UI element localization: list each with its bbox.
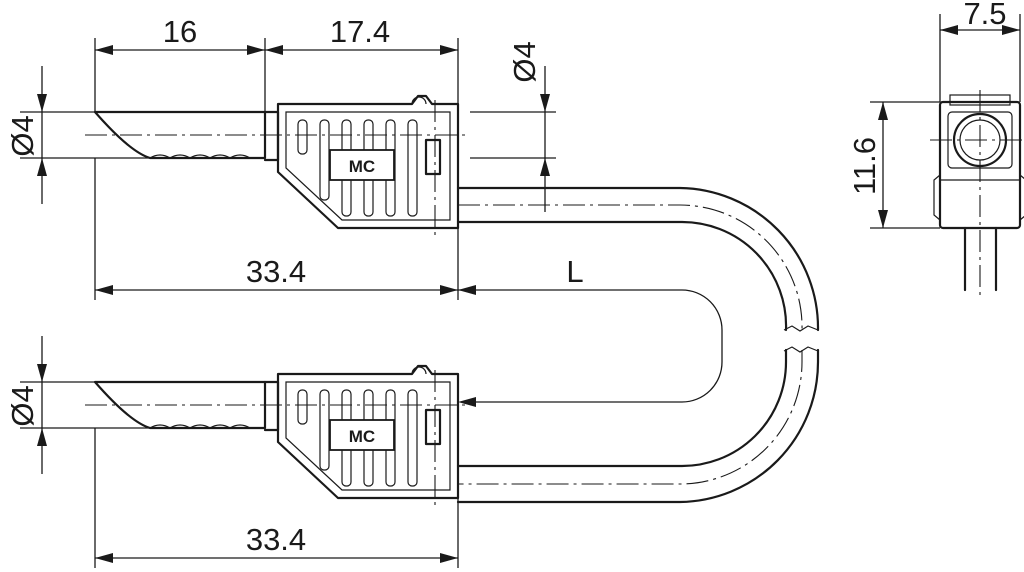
brand-logo-bottom bbox=[329, 419, 395, 451]
dimension-labels: 16 17.4 Ø4 Ø4 33.4 L Ø4 33.4 7.5 11.6 bbox=[5, 0, 1007, 557]
dimension-lines bbox=[20, 14, 1021, 568]
dim-label-pin-diameter-top: Ø4 bbox=[5, 115, 40, 156]
dim-label-plug-length-bottom: 33.4 bbox=[246, 522, 306, 557]
bottom-plug: MC bbox=[93, 364, 460, 500]
cable-loop bbox=[456, 186, 820, 504]
brand-logo-bottom-text: MC bbox=[349, 427, 375, 446]
dim-label-pin-diameter-bottom: Ø4 bbox=[5, 385, 40, 426]
dim-label-cable-length: L bbox=[566, 254, 583, 289]
dim-label-pin-length: 16 bbox=[163, 14, 197, 49]
center-lines bbox=[85, 100, 470, 505]
dim-label-socket-diameter: Ø4 bbox=[507, 41, 542, 82]
dim-label-end-view-height: 11.6 bbox=[847, 137, 882, 195]
brand-logo-top-text: MC bbox=[349, 157, 375, 176]
dim-label-plug-length-top: 33.4 bbox=[246, 254, 306, 289]
dim-label-grip-length: 17.4 bbox=[330, 14, 390, 49]
brand-logo-top bbox=[329, 149, 395, 181]
dim-label-end-view-width: 7.5 bbox=[963, 0, 1006, 31]
end-view bbox=[930, 90, 1024, 300]
top-plug: MC bbox=[93, 94, 460, 230]
